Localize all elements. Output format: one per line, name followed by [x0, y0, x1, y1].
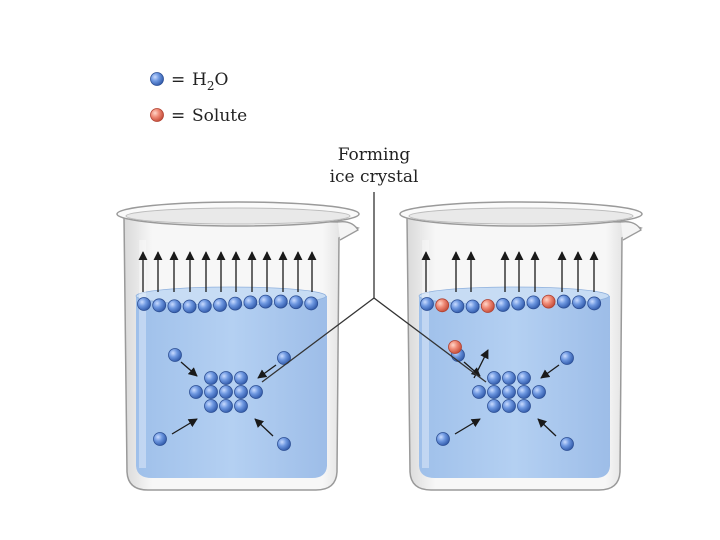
surface-solute-molecule [435, 298, 450, 313]
surface-water-molecule [228, 296, 243, 311]
freezing-arrow [540, 364, 560, 379]
crystal-water-molecule [517, 385, 531, 399]
legend-water-label: H2O [192, 70, 228, 93]
surface-water-molecule [450, 299, 465, 314]
beaker-solution [399, 201, 643, 491]
surface-water-molecule [258, 294, 273, 309]
crystal-water-molecule [487, 385, 501, 399]
legend-water-equals: = [171, 70, 185, 90]
water-body [419, 296, 610, 478]
free-water-molecule [168, 348, 182, 362]
crystal-water-molecule [189, 385, 203, 399]
crystal-water-molecule [219, 399, 233, 413]
water-molecule-icon [150, 72, 164, 86]
legend-solute-equals: = [171, 106, 185, 126]
free-water-molecule [277, 351, 291, 365]
surface-solute-molecule [541, 294, 556, 309]
free-water-molecule [436, 432, 450, 446]
glass-highlight [139, 240, 146, 468]
freezing-arrow [171, 418, 198, 435]
crystal-water-molecule [219, 385, 233, 399]
surface-water-molecule [304, 296, 319, 311]
surface-water-molecule [587, 296, 602, 311]
crystal-water-molecule [487, 371, 501, 385]
surface-water-molecule [152, 298, 167, 313]
beaker-pure-water [116, 201, 360, 491]
crystal-water-molecule [234, 371, 248, 385]
callout-line-1: Forming [338, 145, 411, 165]
free-water-molecule [277, 437, 291, 451]
beaker-spout [337, 221, 359, 241]
callout-leader-right [373, 297, 487, 383]
legend-solute-label: Solute [192, 106, 247, 126]
legend-item-water: = H2O [150, 70, 228, 93]
crystal-water-molecule [502, 371, 516, 385]
crystal-water-molecule [502, 399, 516, 413]
freezing-arrow [257, 364, 277, 379]
surface-solute-molecule [480, 299, 495, 313]
crystal-water-molecule [517, 371, 531, 385]
crystal-water-molecule [204, 385, 218, 399]
crystal-water-molecule [472, 385, 486, 399]
surface-water-molecule [182, 299, 197, 314]
surface-water-molecule [420, 297, 434, 311]
callout-leader-left [261, 297, 375, 383]
freezing-arrow [180, 361, 198, 377]
crystal-water-molecule [532, 385, 546, 399]
crystal-water-molecule [204, 371, 218, 385]
surface-water-molecule [243, 295, 258, 310]
surface-water-molecule [572, 295, 586, 310]
crystal-water-molecule [502, 385, 516, 399]
surface-water-molecule [496, 298, 510, 312]
surface-water-molecule [213, 298, 227, 312]
callout-leaders [261, 192, 487, 383]
crystal-water-molecule [234, 385, 248, 399]
solute-arrow [473, 349, 489, 379]
ice-crystal [472, 371, 546, 413]
freezing-arrow [454, 418, 481, 435]
surface-water-molecule [526, 295, 541, 310]
surface-water-molecule [137, 297, 151, 311]
surface-water-molecule [289, 295, 303, 310]
dissolved-solute-molecule [448, 340, 462, 354]
freezing-arrow [254, 418, 274, 437]
beaker-spout [620, 221, 642, 241]
beaker-opening [125, 207, 351, 225]
surface-water-molecule [197, 299, 212, 313]
free-water-molecule [560, 351, 574, 365]
water-body [136, 296, 327, 478]
solute-molecule-icon [150, 108, 164, 122]
crystal-water-molecule [249, 385, 263, 399]
glass-highlight [422, 240, 429, 468]
freezing-arrow [463, 361, 481, 377]
surface-water-molecule [556, 294, 571, 309]
callout-line-2: ice crystal [330, 167, 419, 187]
surface-water-molecule [167, 299, 182, 314]
legend: = H2O = Solute [150, 70, 247, 126]
free-water-molecule [560, 437, 574, 451]
free-water-molecule [153, 432, 167, 446]
callout: Forming ice crystal [330, 145, 419, 187]
crystal-water-molecule [517, 399, 531, 413]
crystal-water-molecule [204, 399, 218, 413]
crystal-water-molecule [487, 399, 501, 413]
surface-water-molecule [511, 296, 526, 311]
beaker-opening [408, 207, 634, 225]
crystal-water-molecule [234, 399, 248, 413]
freezing-arrow [537, 418, 557, 437]
surface-water-molecule [465, 299, 480, 314]
surface-water-molecule [273, 294, 288, 309]
crystal-water-molecule [219, 371, 233, 385]
ice-crystal [189, 371, 263, 413]
legend-item-solute: = Solute [150, 106, 247, 126]
